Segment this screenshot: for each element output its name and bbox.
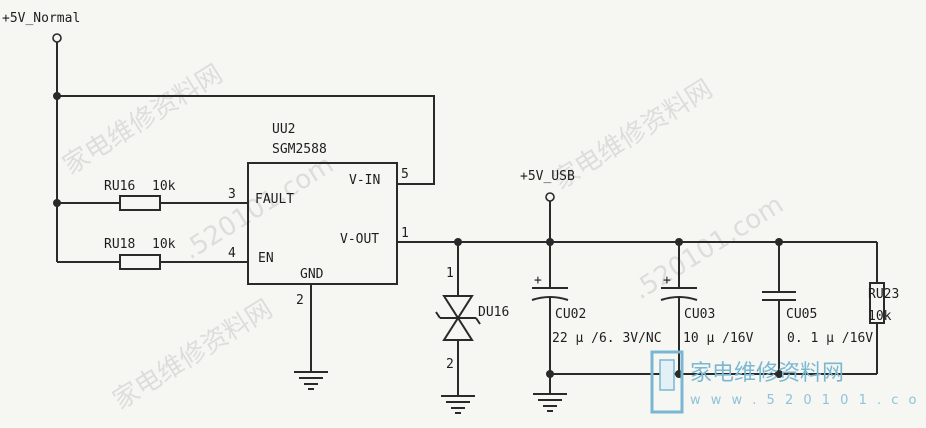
vin-feed-wire [57, 95, 435, 185]
cu02-value: 22 μ /6. 3V/NC [552, 331, 662, 346]
watermark-logo-icon [650, 350, 684, 414]
cu03-plate-bottom [660, 296, 698, 301]
cu03-ref: CU03 [684, 307, 715, 322]
output-terminal [545, 192, 555, 202]
ground-symbol-ic [294, 371, 328, 390]
watermark-logo-cn: 家电维修资料网 [690, 361, 844, 386]
du16-pin-top: 1 [446, 266, 454, 281]
cu02-ref: CU02 [555, 307, 586, 322]
cu02-plate-bottom [531, 296, 569, 301]
ru18-value: 10k [152, 237, 176, 252]
resistor-ru16 [119, 195, 161, 211]
ic-pin-gnd-num: 2 [296, 293, 304, 308]
du16-pin-bottom: 2 [446, 357, 454, 372]
ic-pin-vin-label: V-IN [349, 173, 380, 188]
ic-pin-vin-num: 5 [401, 167, 409, 182]
watermark-text-3: 家电维修资料网 [108, 294, 278, 416]
input-net-label: +5V_Normal [2, 11, 80, 26]
input-terminal [52, 33, 62, 43]
ic-pin-vout-label: V-OUT [340, 232, 379, 247]
cu02-polarity: + [534, 273, 542, 288]
watermark-logo: 家电维修资料网 w w w . 5 2 0 1 0 1 . c o m [650, 350, 926, 414]
ru23-ref: RU23 [868, 287, 899, 302]
ru16-ref: RU16 [104, 179, 135, 194]
ic-pin-fault-num: 3 [228, 187, 236, 202]
ic-uu2-body [247, 162, 398, 285]
ic-part: SGM2588 [272, 142, 327, 157]
output-net-label: +5V_USB [520, 169, 575, 184]
cu03-value: 10 μ /16V [683, 331, 754, 346]
cu05-ref: CU05 [786, 307, 817, 322]
ic-pin-fault-label: FAULT [255, 192, 294, 207]
tvs-diode-du16 [435, 295, 481, 341]
ground-symbol-du16 [441, 395, 475, 414]
ic-pin-vout-num: 1 [401, 226, 409, 241]
watermark-logo-icon-inner [659, 359, 675, 391]
watermark-url-1: .520101.com [628, 190, 789, 306]
ru23-value: 10k [868, 309, 892, 324]
ground-symbol-cu02 [533, 393, 567, 412]
watermark-url-2: .520101.com [178, 150, 339, 266]
cu03-polarity: + [663, 273, 671, 288]
watermark-logo-url: w w w . 5 2 0 1 0 1 . c o m [690, 393, 926, 408]
ru16-value: 10k [152, 179, 176, 194]
watermark-text-1: 家电维修资料网 [58, 59, 228, 181]
ic-pin-en-num: 4 [228, 246, 236, 261]
ic-ref: UU2 [272, 122, 295, 137]
resistor-ru18 [119, 254, 161, 270]
ic-pin-en-label: EN [258, 251, 274, 266]
du16-ref: DU16 [478, 305, 509, 320]
ic-pin-gnd-label: GND [300, 267, 324, 282]
cu05-value: 0. 1 μ /16V [787, 331, 873, 346]
ru18-ref: RU18 [104, 237, 135, 252]
